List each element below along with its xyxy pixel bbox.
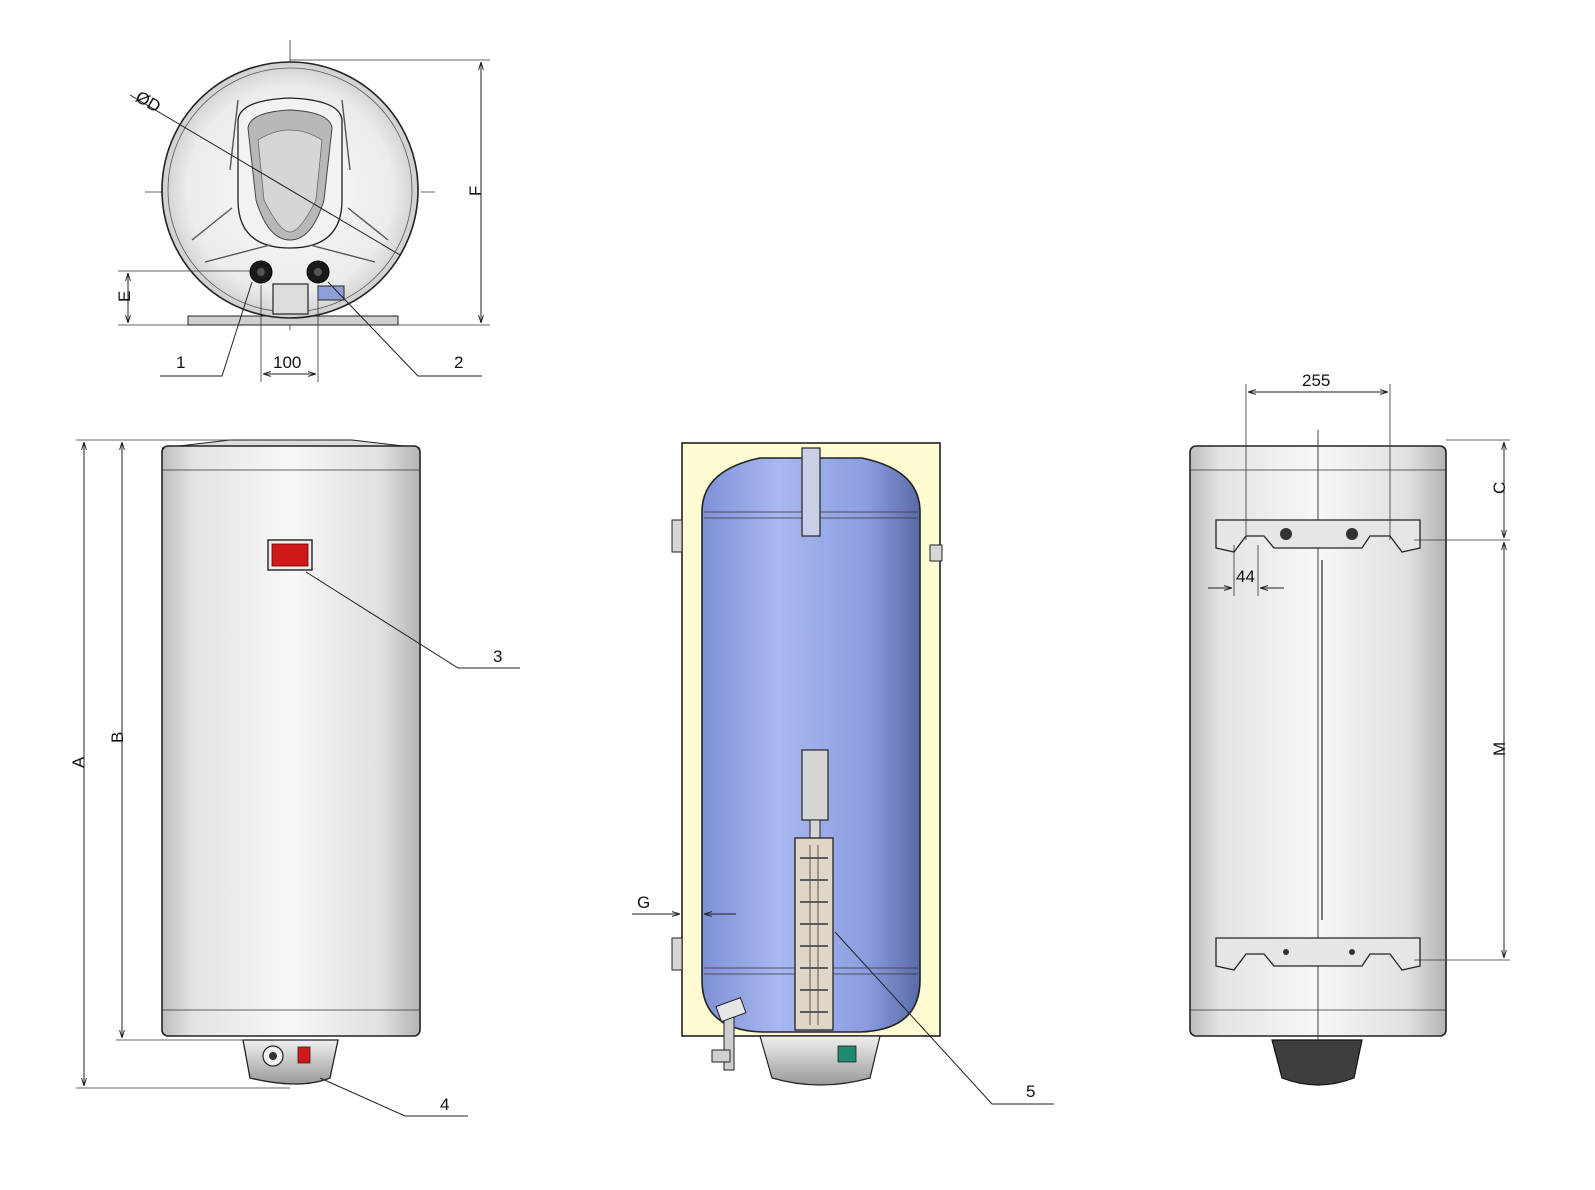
section-view: G 5 — [632, 442, 1054, 1105]
top-view: ØD F E 100 1 2 — [115, 40, 490, 382]
lower-mounting-bracket — [1215, 937, 1421, 971]
callout-5: 5 — [1026, 1082, 1035, 1101]
magnesium-anode — [801, 749, 829, 821]
power-switch — [297, 1046, 311, 1064]
heating-element — [794, 837, 834, 1031]
dim-label-F: F — [466, 186, 485, 196]
front-view-body — [161, 445, 421, 1037]
callout-3: 3 — [493, 647, 502, 666]
dim-label-M: M — [1490, 742, 1509, 756]
callout-1: 1 — [176, 353, 185, 372]
dim-label-100: 100 — [273, 353, 301, 372]
callout-4: 4 — [440, 1095, 449, 1114]
dim-label-44: 44 — [1236, 567, 1255, 586]
hot-water-pipe — [801, 447, 821, 537]
front-control-cap — [242, 1039, 339, 1085]
back-view: 255 44 C M — [1189, 371, 1510, 1086]
dim-label-A: A — [69, 756, 88, 768]
dim-label-E: E — [115, 291, 134, 302]
front-view: A B 3 4 — [69, 439, 520, 1117]
callout-2: 2 — [454, 353, 463, 372]
dim-label-255: 255 — [1302, 371, 1330, 390]
dim-label-B: B — [108, 732, 127, 743]
dim-label-G: G — [637, 893, 650, 912]
dim-label-C: C — [1490, 482, 1509, 494]
